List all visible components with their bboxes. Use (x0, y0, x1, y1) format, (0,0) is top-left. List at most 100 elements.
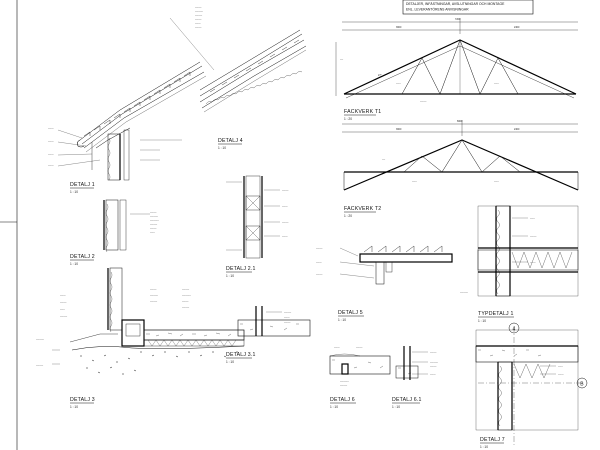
truss-t1-drawing: 3600 2400 7200 ---- 27° ------ ------ --… (335, 18, 578, 103)
svg-text:---------: --------- (182, 306, 189, 309)
svg-text:1 : 10: 1 : 10 (330, 405, 338, 409)
detail-1-drawing: ------- ------- ------- ------- (48, 61, 207, 181)
svg-text:------: ------ (150, 231, 155, 234)
svg-text:-------: ------- (48, 153, 54, 156)
svg-text:4: 4 (513, 327, 516, 333)
detail-2-drawing: -------- ---------- ----------- --------… (103, 199, 159, 253)
svg-text:--------: -------- (195, 26, 202, 29)
detail-4-title: DETALJ 4 1 : 10 (218, 138, 243, 150)
header-note-line1: DETALJER, INFÄSTNINGAR, AVSLUTNINGAR OCH… (406, 2, 505, 6)
svg-text:1 : 10: 1 : 10 (226, 274, 234, 278)
svg-text:-------: ------- (282, 235, 288, 238)
svg-text:1 : 10: 1 : 10 (218, 146, 226, 150)
svg-text:----------: ---------- (150, 294, 158, 297)
svg-text:----: ---- (340, 58, 343, 61)
svg-text:--------: -------- (195, 6, 202, 9)
truss-t1-title: FACKVERK T1 1 : 20 (344, 109, 381, 121)
svg-text:1 : 10: 1 : 10 (338, 318, 346, 322)
svg-text:1 : 20: 1 : 20 (344, 214, 352, 218)
typdetalj-1-title: TYPDETALJ 1 1 : 10 (478, 311, 514, 323)
svg-text:1 : 20: 1 : 20 (344, 117, 352, 121)
svg-text:FACKVERK T2: FACKVERK T2 (344, 206, 381, 212)
svg-text:----------: ---------- (36, 338, 44, 341)
detail-4-drawing: -------- ---------- --------- -------- -… (169, 6, 307, 113)
svg-text:-----------: ----------- (150, 219, 159, 222)
detail-5-drawing: -------- ------- -------- (316, 245, 453, 285)
svg-text:-----------: ----------- (182, 294, 191, 297)
svg-text:DETALJ 6.1: DETALJ 6.1 (392, 397, 422, 403)
grid-bubble-b: B (576, 377, 588, 389)
svg-text:6600: 6600 (457, 120, 463, 123)
svg-text:-------: ------- (60, 294, 66, 297)
svg-text:-------: ------- (282, 205, 288, 208)
svg-text:--------: -------- (60, 301, 67, 304)
svg-text:-------: ------- (195, 22, 201, 25)
svg-text:--------: -------- (150, 288, 157, 291)
detail-3-drawing: ---------- --------- ------- -------- --… (36, 267, 245, 375)
svg-text:---------: --------- (36, 364, 43, 367)
detail-2-1-drawing: -------- ------- -------- ------- (226, 175, 289, 259)
svg-text:--------: -------- (282, 221, 289, 224)
detail-5-title: DETALJ 5 1 : 10 (338, 310, 364, 322)
svg-text:------: ------ (558, 365, 563, 368)
detail-1-title: DETALJ 1 1 : 10 (70, 182, 95, 194)
svg-text:--------: -------- (150, 227, 157, 230)
svg-text:---------: --------- (195, 14, 202, 17)
svg-text:--------: -------- (282, 189, 289, 192)
svg-text:-------: ------- (48, 164, 54, 167)
svg-text:--------: -------- (420, 100, 427, 103)
detail-6-1-drawing: -------- ---------- -------- ------- (395, 346, 438, 380)
svg-text:-------: ------- (430, 373, 436, 376)
svg-text:-------: ------- (530, 261, 536, 264)
svg-text:---------: --------- (182, 288, 189, 291)
svg-text:B: B (580, 382, 584, 388)
svg-text:DETALJ 7: DETALJ 7 (480, 437, 505, 443)
svg-text:--------: -------- (195, 18, 202, 21)
svg-text:---------: --------- (150, 223, 157, 226)
svg-text:1 : 10: 1 : 10 (478, 319, 486, 323)
detail-2-title: DETALJ 2 1 : 10 (70, 254, 95, 266)
svg-text:DETALJ 2.1: DETALJ 2.1 (226, 266, 256, 272)
detail-3-1-title: DETALJ 3.1 1 : 10 (226, 352, 255, 364)
detail-6-1-title: DETALJ 6.1 1 : 10 (392, 397, 422, 409)
svg-text:1 : 10: 1 : 10 (480, 445, 488, 449)
svg-text:------: ------ (494, 82, 499, 85)
header-note: DETALJER, INFÄSTNINGAR, AVSLUTNINGAR OCH… (402, 0, 534, 15)
svg-text:2400: 2400 (514, 128, 520, 131)
svg-text:-------: ------- (558, 373, 564, 376)
svg-text:-------: ------- (48, 140, 54, 143)
truss-t2-drawing: 3600 2400 6600 ---- ------ ------ (342, 120, 579, 191)
svg-text:------: ------ (530, 217, 535, 220)
header-note-line2: ENL. LEVERANTÖRENS ANVISNINGAR (406, 8, 469, 12)
svg-text:--------: -------- (430, 365, 437, 368)
svg-text:FACKVERK T1: FACKVERK T1 (344, 109, 381, 115)
detail-6-drawing: ------- -------- ----------- --------- (329, 346, 391, 387)
svg-text:1 : 10: 1 : 10 (70, 190, 78, 194)
svg-text:--------: -------- (284, 321, 291, 324)
svg-text:------: ------ (60, 308, 65, 311)
svg-text:1 : 10: 1 : 10 (70, 262, 78, 266)
detail-3-1-drawing: --------- ------- -------- (237, 306, 311, 337)
svg-text:DETALJ 3: DETALJ 3 (70, 397, 95, 403)
svg-text:----------: ---------- (195, 10, 203, 13)
svg-text:-------: ------- (48, 127, 54, 130)
svg-text:------: ------ (494, 180, 499, 183)
svg-text:--------: -------- (530, 235, 537, 238)
typdetalj-1-drawing: ------ -------- ------- ---------- (460, 205, 579, 297)
svg-text:------: ------ (412, 180, 417, 183)
svg-text:--------: -------- (356, 346, 363, 349)
svg-text:----: ---- (382, 158, 385, 161)
svg-text:1 : 10: 1 : 10 (392, 405, 400, 409)
svg-text:-----------: ----------- (340, 380, 349, 383)
svg-text:--------: -------- (150, 211, 157, 214)
svg-text:----------: ---------- (430, 361, 438, 364)
svg-text:--------: -------- (430, 351, 437, 354)
detail-7-drawing: ------ ------- (475, 326, 584, 446)
detail-7-title: DETALJ 7 1 : 10 (480, 437, 505, 449)
svg-text:DETALJ 2: DETALJ 2 (70, 254, 95, 260)
svg-text:-------: ------- (284, 316, 290, 319)
svg-text:---------: --------- (284, 311, 291, 314)
svg-text:---------: --------- (340, 384, 347, 387)
svg-text:TYPDETALJ 1: TYPDETALJ 1 (478, 311, 514, 317)
